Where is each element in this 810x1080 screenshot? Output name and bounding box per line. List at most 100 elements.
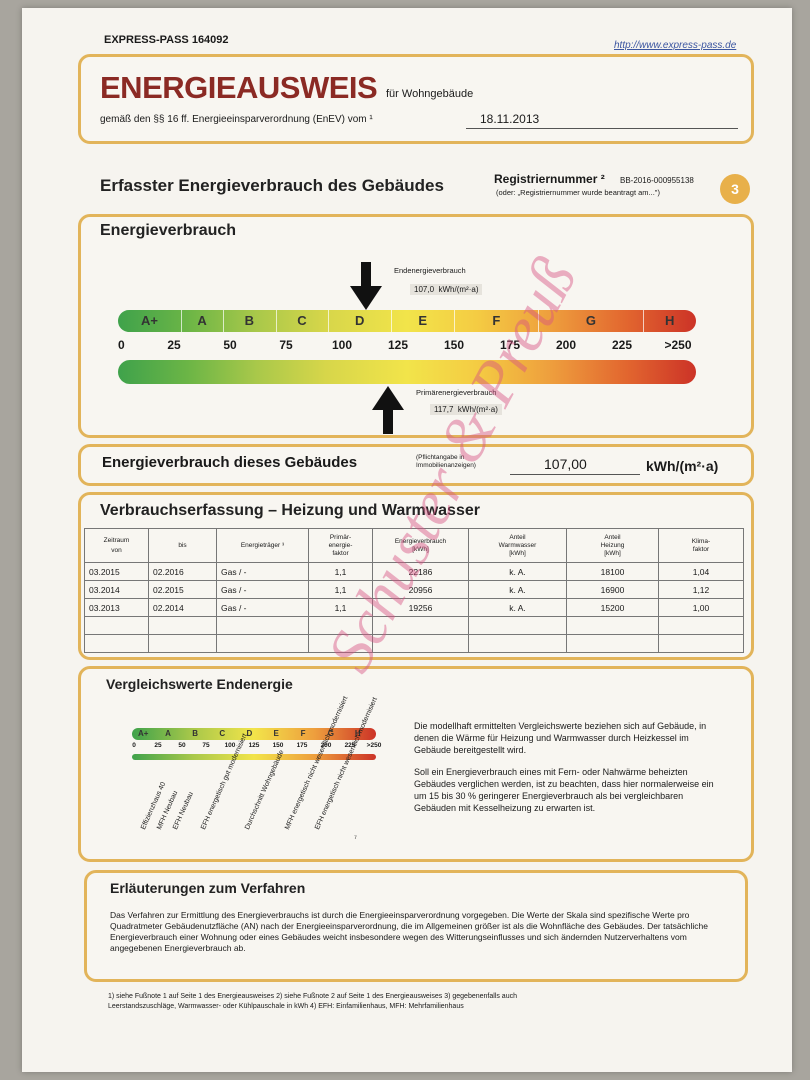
energy-scale-tick: 0 [118, 338, 125, 352]
final-energy-unit: kWh/(m²·a) [438, 285, 479, 294]
energy-scale-tick: >250 [664, 338, 692, 352]
comparison-scale-tick: 200 [320, 742, 332, 749]
comparison-class-label: H [354, 729, 361, 738]
page-number-badge: 3 [720, 174, 750, 204]
energy-class-separator [643, 310, 645, 332]
comparison-scale-tick: 125 [248, 742, 260, 749]
registration-label: Registriernummer ² [494, 172, 605, 186]
table-cell-klima: 1,00 [658, 598, 744, 617]
comparison-box [78, 666, 754, 862]
energy-class-separator [181, 310, 183, 332]
comparison-class-label: A [165, 729, 171, 738]
table-cell-hz: 18100 [566, 562, 659, 581]
final-energy-arrow-icon [350, 262, 382, 310]
comparison-scale-tick: 75 [202, 742, 210, 749]
energy-class-e: E [418, 313, 428, 328]
comparison-scale-tick: 175 [296, 742, 308, 749]
table-cell-empty [468, 634, 567, 653]
registration-note: (oder: „Registriernummer wurde beantragt… [496, 188, 660, 197]
energy-class-g: G [585, 313, 596, 328]
primary-energy-number: 117,7 [434, 405, 454, 414]
building-consumption-value: 107,00 [544, 456, 587, 472]
comparison-text-1: Die modellhaft ermittelten Vergleichswer… [414, 721, 707, 755]
table-cell-ww: k. A. [468, 580, 567, 599]
comparison-gradient-bar [132, 754, 376, 760]
energy-scale-tick: 125 [387, 338, 409, 352]
col-klimafaktor: Klima- faktor [658, 528, 744, 563]
consumption-record-heading: Verbrauchserfassung – Heizung und Warmwa… [100, 502, 480, 519]
table-cell-von: 03.2015 [84, 562, 149, 581]
table-cell-bis: 02.2015 [148, 580, 217, 599]
table-cell-empty [468, 616, 567, 635]
table-cell-klima: 1,12 [658, 580, 744, 599]
table-cell-empty [84, 634, 149, 653]
energy-class-separator [328, 310, 330, 332]
energy-scale-tick: 50 [223, 338, 237, 352]
final-energy-value: 107,0 kWh/(m²·a) [410, 284, 483, 295]
page-title: ENERGIEAUSWEIS [100, 70, 378, 105]
explanation-box [84, 870, 748, 982]
issue-date: 18.11.2013 [480, 112, 540, 126]
explanation-heading: Erläuterungen zum Verfahren [110, 880, 306, 896]
energy-consumption-heading: Energieverbrauch [100, 222, 237, 239]
col-warmwasser: Anteil Warmwasser [kWh] [468, 528, 567, 563]
header-url-link[interactable]: http://www.express-pass.de [614, 40, 737, 51]
energy-class-separator [538, 310, 540, 332]
comparison-heading: Vergleichswerte Endenergie [106, 676, 293, 692]
energy-class-separator [223, 310, 225, 332]
section-heading: Erfasster Energieverbrauch des Gebäudes [100, 176, 444, 195]
date-underline [466, 128, 738, 129]
table-row-empty [84, 616, 744, 635]
table-cell-traeger: Gas / - [216, 562, 309, 581]
title-legal-line: gemäß den §§ 16 ff. Energieeinsparverord… [100, 114, 373, 125]
document-id: EXPRESS-PASS 164092 [104, 34, 229, 46]
energy-scale-tick: 200 [555, 338, 577, 352]
table-cell-bis: 02.2014 [148, 598, 217, 617]
energy-class-separator [391, 310, 393, 332]
energy-class-b: B [244, 313, 255, 328]
table-cell-von: 03.2014 [84, 580, 149, 599]
building-consumption-note: (Pflichtangabe in Immobilienanzeigen) [416, 454, 476, 469]
table-cell-empty [658, 634, 744, 653]
energy-class-a: A [197, 313, 207, 328]
table-cell-empty [84, 616, 149, 635]
table-cell-bis: 02.2016 [148, 562, 217, 581]
building-consumption-label: Energieverbrauch dieses Gebäudes [102, 454, 358, 471]
table-cell-hz: 16900 [566, 580, 659, 599]
comparison-scale-tick: >250 [366, 742, 382, 749]
col-energietraeger: Energieträger ³ [216, 528, 309, 563]
col-heizung: Anteil Heizung [kWh] [566, 528, 659, 563]
table-cell-empty [148, 634, 217, 653]
table-cell-empty [216, 634, 309, 653]
comparison-class-label: C [219, 729, 226, 738]
col-zeitraum-label: Zeitraum [103, 536, 130, 544]
table-cell-empty [216, 616, 309, 635]
col-bis: bis [148, 528, 217, 563]
table-cell-empty [566, 616, 659, 635]
primary-energy-value: 117,7 kWh/(m²·a) [430, 404, 502, 415]
comparison-footnote-mark: ⁷ [354, 834, 357, 843]
energy-class-c: C [297, 313, 307, 328]
title-box [78, 54, 754, 144]
comparison-scale-tick: 25 [154, 742, 162, 749]
final-energy-label: Endenergieverbrauch [394, 266, 466, 275]
table-cell-ww: k. A. [468, 562, 567, 581]
table-cell-empty [658, 616, 744, 635]
primary-energy-label: Primärenergieverbrauch [416, 388, 497, 397]
building-consumption-box [78, 444, 754, 486]
comparison-scale-tick: 0 [132, 742, 136, 749]
table-cell-klima: 1,04 [658, 562, 744, 581]
comparison-class-label: G [327, 729, 334, 738]
document-page: EXPRESS-PASS 164092 http://www.express-p… [22, 8, 792, 1072]
comparison-scale-tick: 100 [224, 742, 236, 749]
energy-scale-tick: 100 [331, 338, 353, 352]
energy-scale-tick: 175 [499, 338, 521, 352]
comparison-scale-tick: 50 [178, 742, 186, 749]
energy-scale-tick: 225 [611, 338, 633, 352]
